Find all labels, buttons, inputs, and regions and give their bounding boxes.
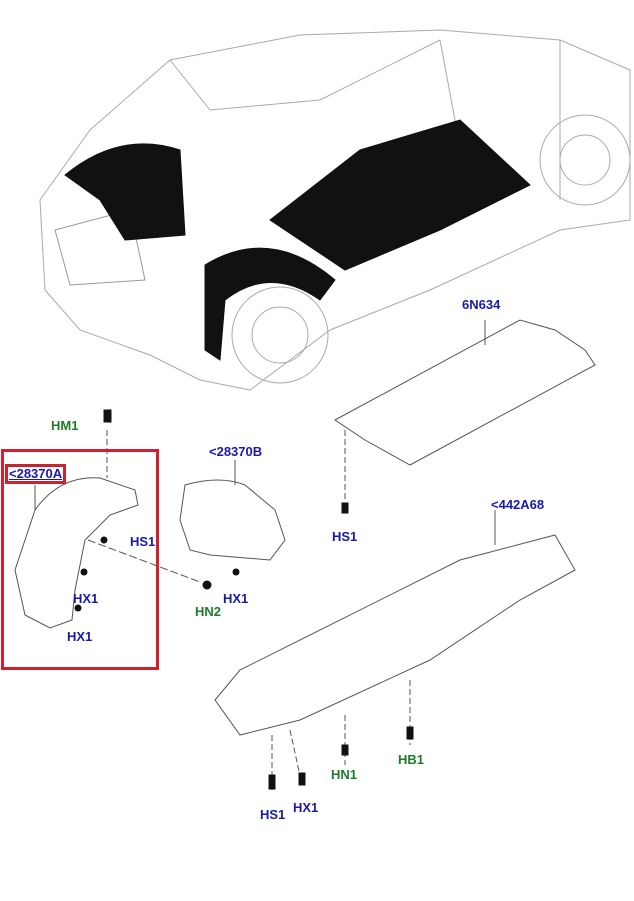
label-hx1: HX1: [73, 591, 99, 606]
label-hs1: HS1: [260, 807, 286, 822]
label-part-6n634: 6N634: [462, 297, 501, 312]
label-hn2: HN2: [195, 604, 222, 619]
label-hn1: HN1: [331, 767, 358, 782]
label-hs1: HS1: [332, 529, 358, 544]
fastener-icons: [74, 409, 414, 790]
wheel-arch-liner-28370b: [179, 460, 286, 561]
underbody-shield-442a68: [214, 510, 576, 790]
wheel-arch-liner-28370a: [14, 430, 201, 629]
label-part-28370b: <28370B: [209, 444, 263, 459]
label-hm1: HM1: [51, 418, 79, 433]
label-part-442a68: <442A68: [491, 497, 545, 512]
label-hx1: HX1: [223, 591, 249, 606]
vehicle-illustration: [39, 29, 631, 391]
label-part-28370a: <28370A: [4, 464, 67, 484]
label-hx1: HX1: [67, 629, 93, 644]
label-hs1: HS1: [130, 534, 156, 549]
label-hb1: HB1: [398, 752, 425, 767]
underbody-panel-6n634: [334, 319, 596, 500]
label-hx1: HX1: [293, 800, 319, 815]
highlight-box: [1, 449, 159, 670]
